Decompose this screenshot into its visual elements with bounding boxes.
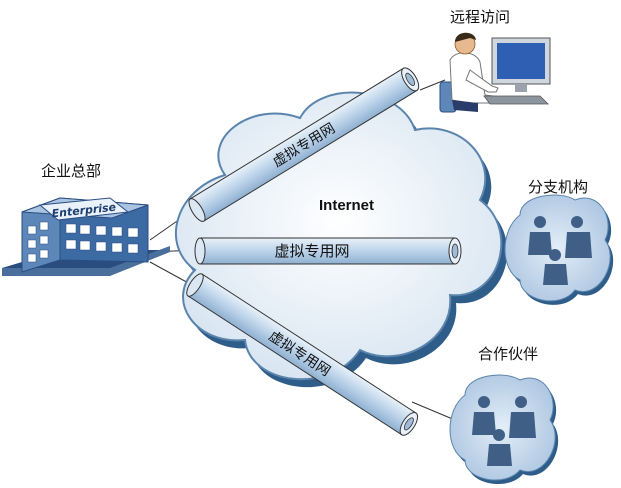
remote-access-label: 远程访问 (450, 8, 511, 26)
tunnel-label-branch: 虚拟专用网 (274, 242, 349, 260)
enterprise-building-icon: Enterprise (2, 197, 170, 276)
internet-label: Internet (319, 197, 375, 214)
partner-label: 合作伙伴 (478, 345, 539, 363)
remote-user-computer-icon (439, 32, 551, 113)
branch-office-group-icon (504, 194, 614, 305)
line-partner-end (411, 401, 456, 421)
line-hq-partner (149, 261, 193, 286)
partner-group-icon (449, 374, 559, 485)
line-remote-end (419, 79, 446, 91)
branch-office-label: 分支机构 (528, 178, 589, 196)
hq-label: 企业总部 (41, 162, 102, 180)
vpn-tunnel-branch: 虚拟专用网 (194, 237, 462, 265)
